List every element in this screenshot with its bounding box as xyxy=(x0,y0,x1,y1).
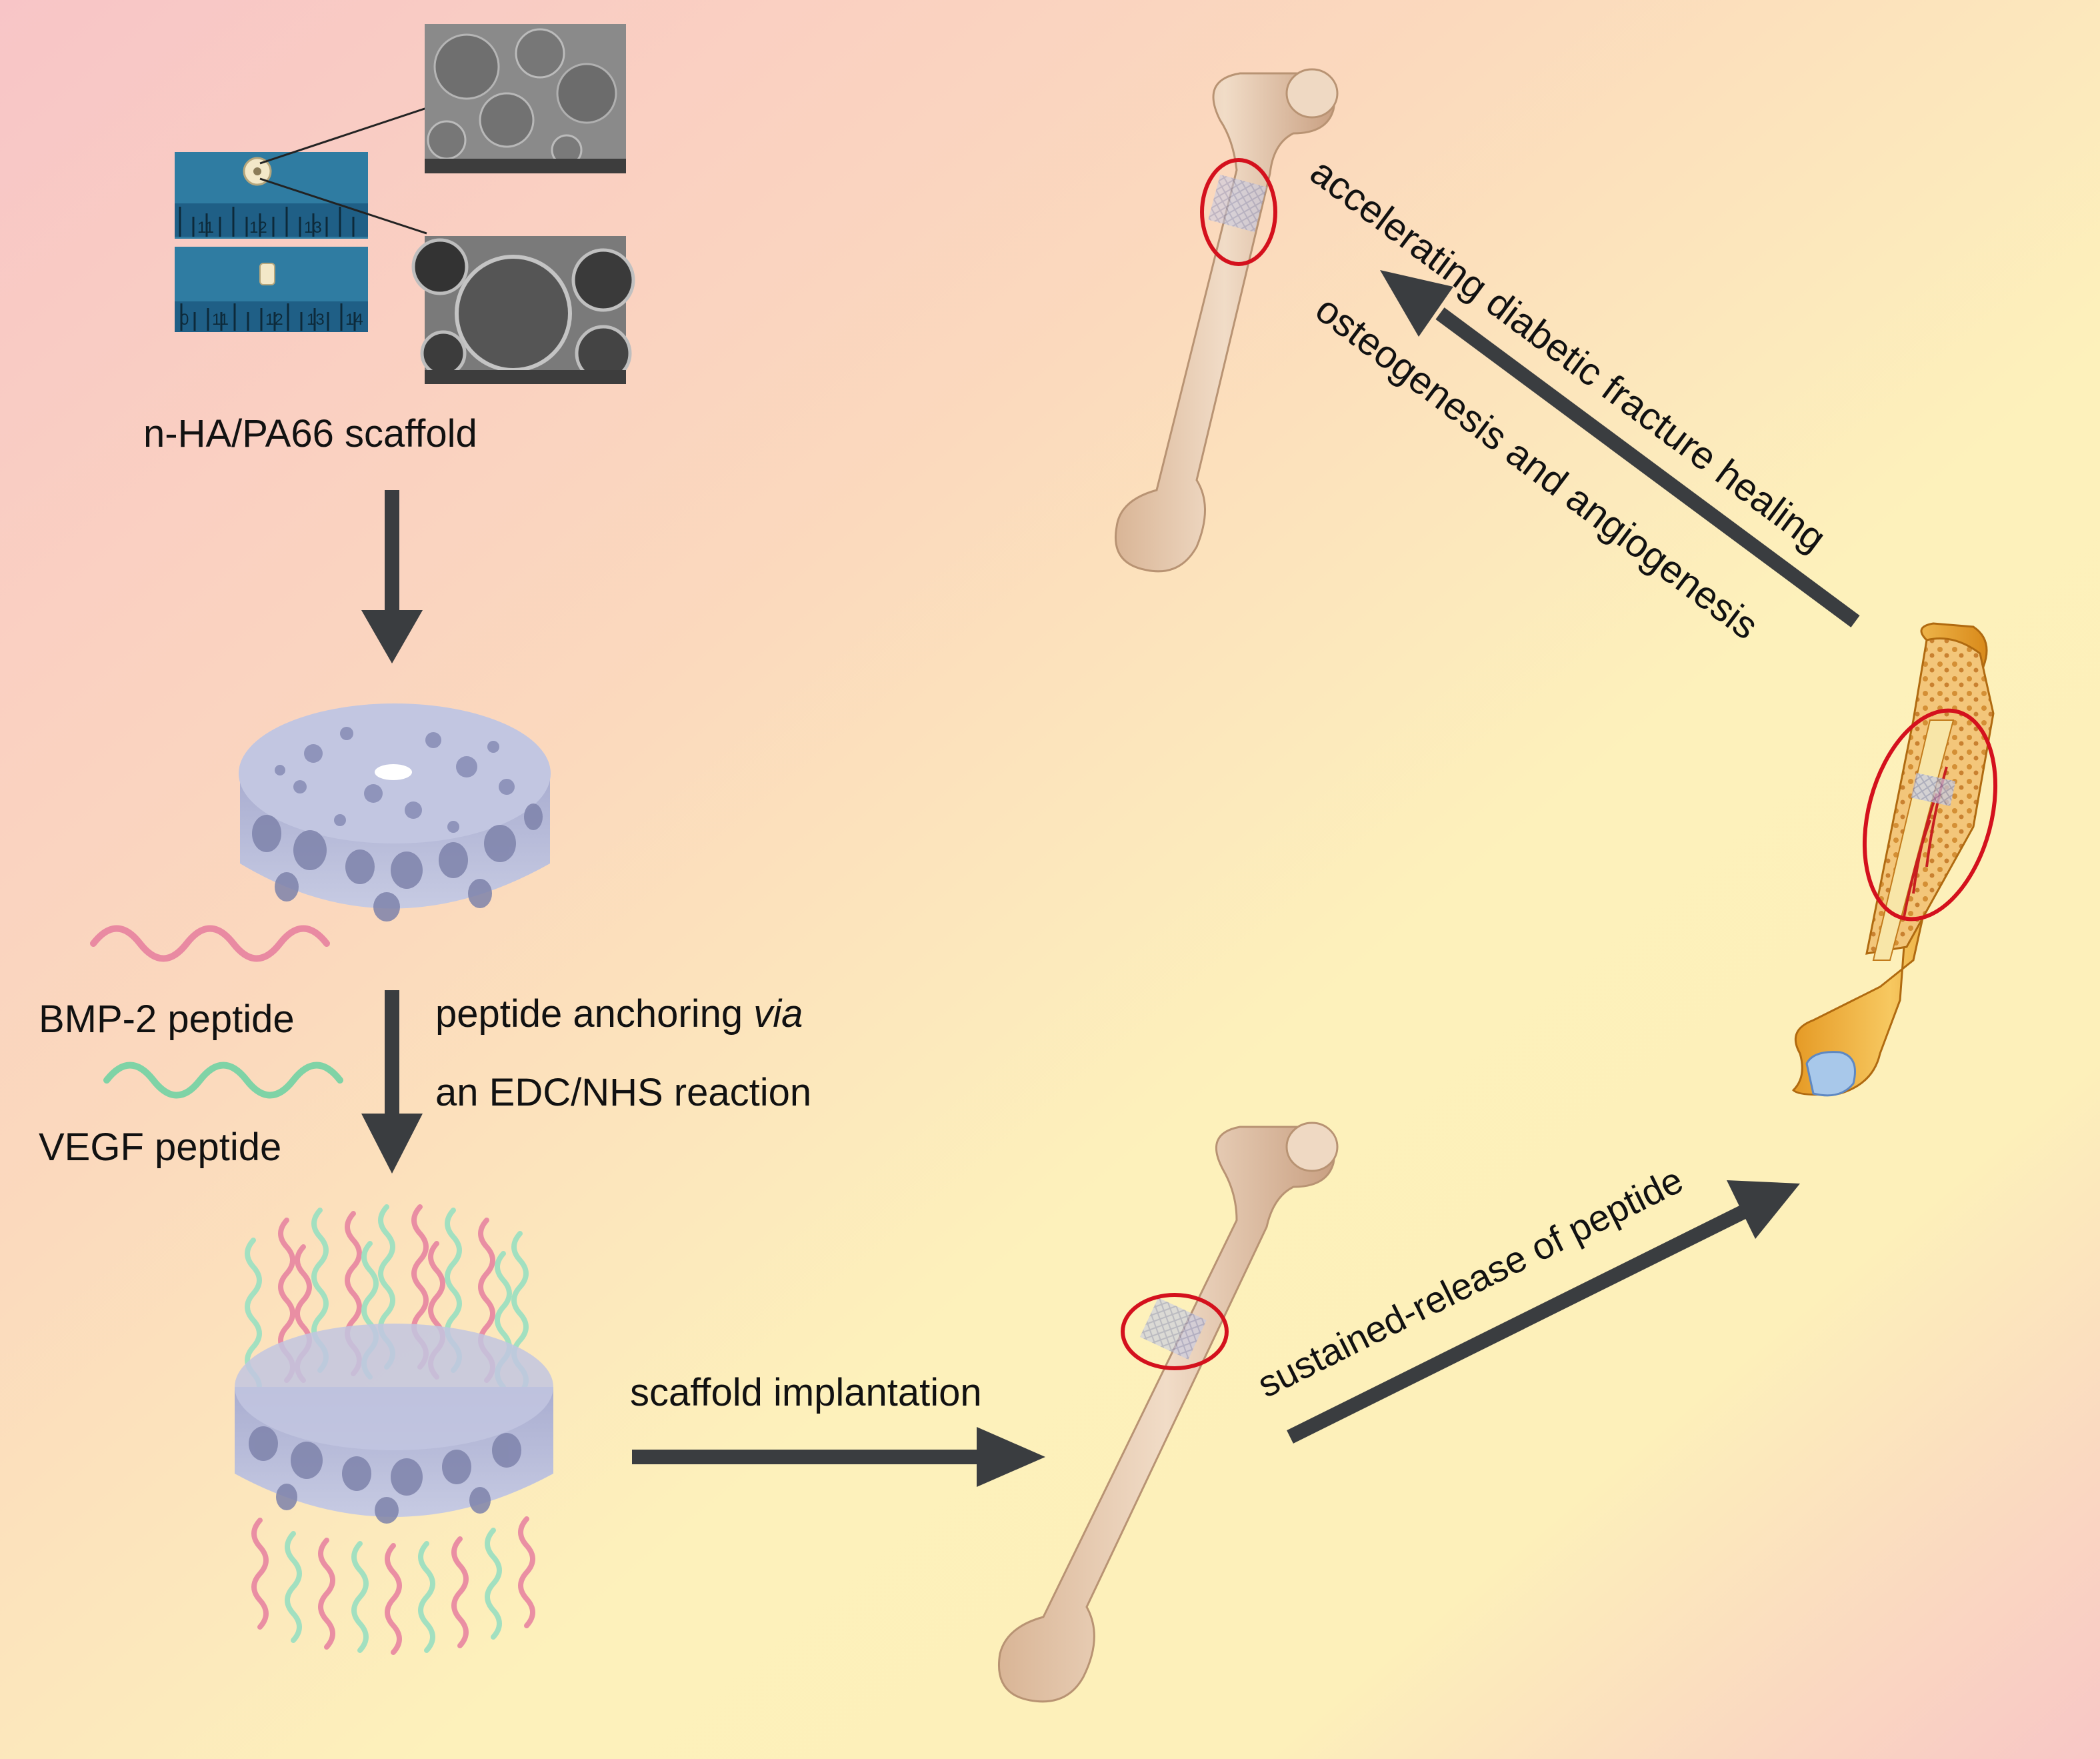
arrow-healing xyxy=(1380,270,1860,627)
label-ruler-bottom-0: 0 xyxy=(180,311,189,329)
scaffold-disc-side-view xyxy=(259,263,275,285)
arrow-implantation xyxy=(632,1427,1045,1487)
marker-ring-top xyxy=(1200,158,1277,266)
vegf-peptide-wave xyxy=(103,1062,343,1099)
label-anchoring-line1: peptide anchoring via xyxy=(435,995,803,1034)
arrow-down-2 xyxy=(361,990,423,1174)
marker-ring-bottom xyxy=(1121,1293,1229,1370)
label-ruler-top-12: 12 xyxy=(249,219,267,237)
label-ruler-top-13: 13 xyxy=(304,219,322,237)
label-anchoring-line2: an EDC/NHS reaction xyxy=(435,1071,812,1114)
label-ruler-bottom-12: 12 xyxy=(265,311,283,329)
scaffold-photos xyxy=(175,24,635,384)
peptide-decorated-scaffold xyxy=(235,1204,553,1655)
bmp2-peptide-wave xyxy=(90,925,330,962)
femur-healed xyxy=(1115,68,1339,573)
arrow-down-1 xyxy=(361,490,423,663)
label-implantation: scaffold implantation xyxy=(630,1371,982,1414)
sem-image-high-mag xyxy=(411,236,635,384)
label-scaffold-name: n-HA/PA66 scaffold xyxy=(143,412,477,455)
label-ruler-bottom-14: 14 xyxy=(345,311,363,329)
bone-cross-section xyxy=(1791,622,1998,1097)
label-ruler-bottom-11: 11 xyxy=(212,311,229,329)
arrow-release xyxy=(1287,1180,1800,1444)
label-ruler-top-11: 11 xyxy=(197,219,214,237)
label-anchoring-text: peptide anchoring xyxy=(435,992,754,1036)
label-anchoring-via: via xyxy=(753,992,803,1036)
label-ruler-bottom-13: 13 xyxy=(307,311,325,329)
label-bmp2-peptide: BMP-2 peptide xyxy=(39,998,295,1041)
sem-image-low-mag xyxy=(425,24,626,173)
marker-ring-right xyxy=(1862,708,1998,922)
porous-scaffold xyxy=(239,703,551,922)
femur-implanted xyxy=(998,1122,1339,1703)
label-vegf-peptide: VEGF peptide xyxy=(39,1126,282,1169)
